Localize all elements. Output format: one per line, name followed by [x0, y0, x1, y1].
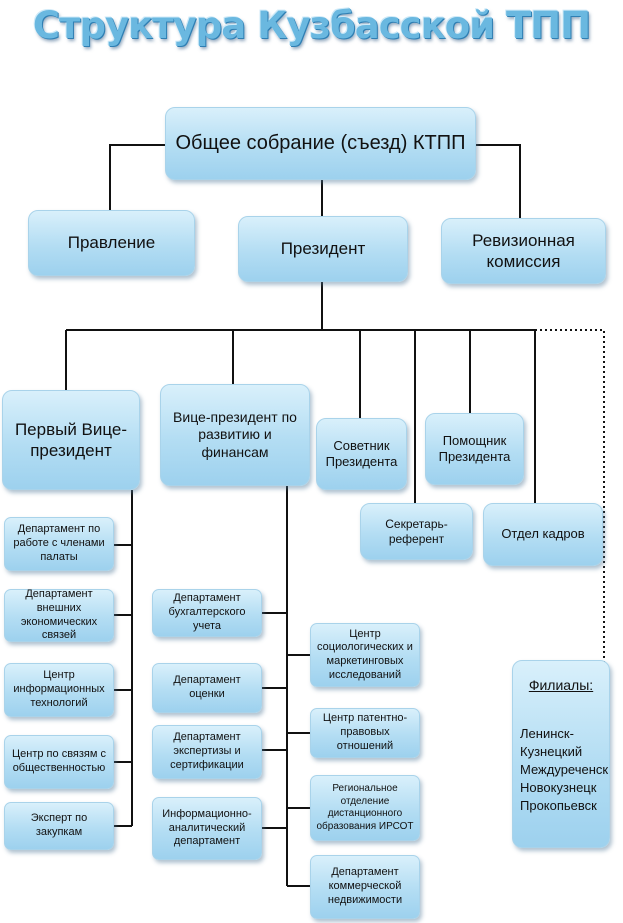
line-filials-dotted — [535, 329, 605, 662]
node-regional-irsot: Региональное отделение дистанционного об… — [310, 775, 420, 841]
node-filials: Филиалы: Ленинск-Кузнецкий Междуреченск … — [512, 660, 610, 848]
node-secretary: Секретарь-референт — [360, 503, 473, 560]
node-assembly: Общее собрание (съезд) КТПП — [165, 107, 476, 180]
node-dept-foreign: Департамент внешних экономических связей — [4, 588, 114, 642]
filials-title: Филиалы: — [528, 677, 594, 693]
node-dept-realty: Департамент коммерческой недвижимости — [310, 855, 420, 919]
filial-city: Прокопьевск — [520, 798, 597, 814]
node-dept-expertise: Департамент экспертизы и сертификации — [152, 725, 262, 779]
node-dept-valuation: Департамент оценки — [152, 663, 262, 713]
node-vp-dev: Вице-президент по развитию и финансам — [160, 384, 310, 486]
node-center-patent: Центр патентно-правовых отношений — [310, 708, 420, 758]
line-assembly-audit — [474, 144, 521, 220]
line-assembly-board — [109, 144, 168, 212]
node-expert-purchase: Эксперт по закупкам — [4, 802, 114, 850]
node-center-socio: Центр социологических и маркетинговых ис… — [310, 623, 420, 687]
page-title: Структура Кузбасской ТПП — [32, 4, 591, 47]
node-dept-members: Департамент по работе с членами палаты — [4, 517, 114, 571]
node-president: Президент — [238, 216, 408, 282]
filial-city: Междуреченск — [520, 761, 609, 777]
node-center-it: Центр информационных технологий — [4, 663, 114, 717]
node-hr: Отдел кадров — [483, 503, 603, 566]
node-dept-info: Информационно-аналитический департамент — [152, 797, 262, 860]
node-assistant: Помощник Президента — [425, 413, 524, 485]
node-audit: Ревизионная комиссия — [441, 218, 606, 284]
node-board: Правление — [28, 210, 195, 276]
node-center-pr: Центр по связям с общественностью — [4, 735, 114, 789]
node-first-vp: Первый Вице-президент — [2, 390, 140, 490]
filial-city: Ленинск-Кузнецкий — [520, 725, 583, 759]
filial-city: Новокузнецк — [520, 780, 597, 796]
node-dept-accounting: Департамент бухгалтерского учета — [152, 589, 262, 637]
node-advisor: Советник Президента — [316, 418, 407, 490]
